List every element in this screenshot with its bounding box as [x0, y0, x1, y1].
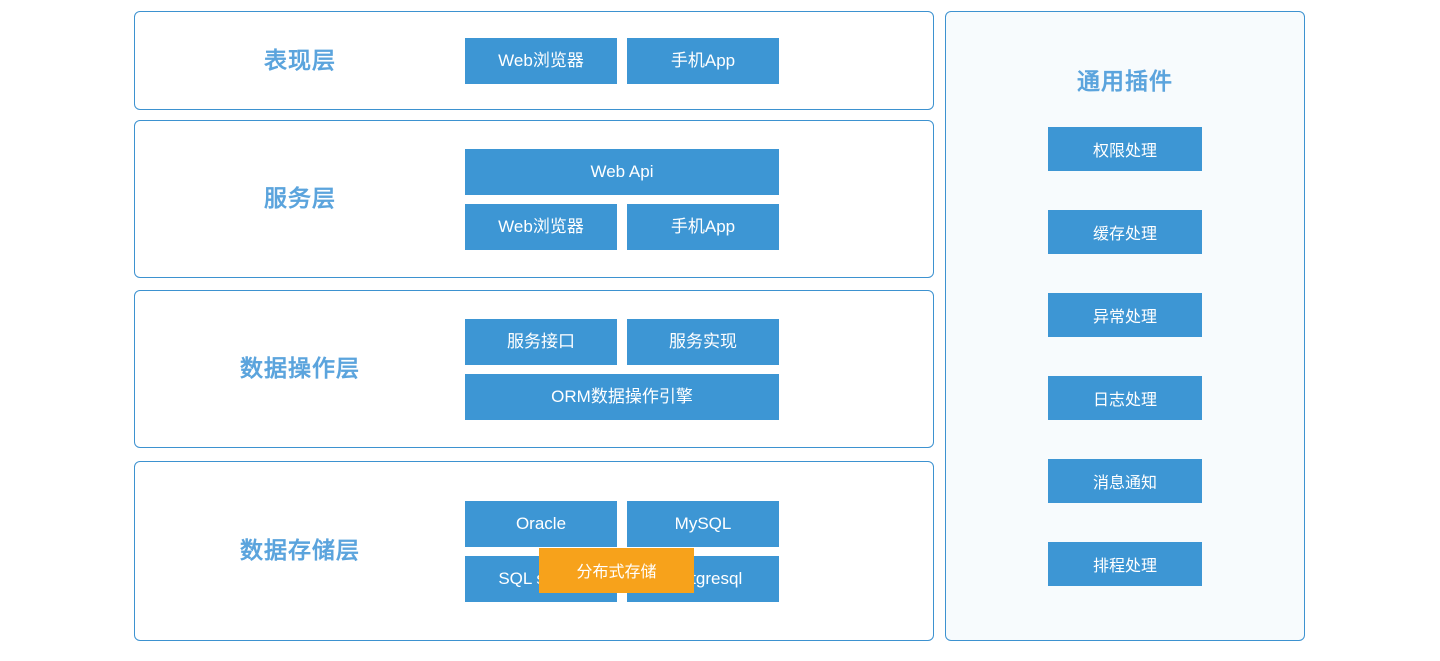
- layer-row: ORM数据操作引擎: [465, 373, 779, 420]
- plugin-item[interactable]: 日志处理: [1048, 376, 1202, 420]
- component-block[interactable]: 手机App: [627, 203, 779, 250]
- layer-label: 数据存储层: [240, 537, 360, 564]
- distributed-storage-badge[interactable]: 分布式存储: [539, 547, 694, 593]
- component-block[interactable]: Oracle: [465, 500, 617, 547]
- layer-body: Web浏览器手机App: [465, 37, 933, 84]
- layer-row: Web浏览器手机App: [465, 203, 779, 250]
- layer-panel: 数据操作层 服务接口服务实现 ORM数据操作引擎: [134, 290, 934, 448]
- component-block[interactable]: 服务实现: [627, 318, 779, 365]
- component-block[interactable]: Web浏览器: [465, 203, 617, 250]
- plugin-item[interactable]: 排程处理: [1048, 542, 1202, 586]
- layer-body: 服务接口服务实现 ORM数据操作引擎: [465, 318, 933, 420]
- plugin-item[interactable]: 权限处理: [1048, 127, 1202, 171]
- layer-label: 表现层: [264, 46, 336, 73]
- plugins-panel: 通用插件 权限处理缓存处理异常处理日志处理消息通知排程处理: [945, 11, 1305, 641]
- plugin-item[interactable]: 缓存处理: [1048, 210, 1202, 254]
- layer-label: 数据操作层: [240, 355, 360, 382]
- layer-label: 服务层: [264, 185, 336, 212]
- plugins-list: 权限处理缓存处理异常处理日志处理消息通知排程处理: [1048, 127, 1202, 586]
- layer-panel: 表现层 Web浏览器手机App: [134, 11, 934, 110]
- component-block[interactable]: 服务接口: [465, 318, 617, 365]
- layer-row: 服务接口服务实现: [465, 318, 779, 365]
- component-block[interactable]: Web Api: [465, 148, 779, 195]
- plugin-item[interactable]: 异常处理: [1048, 293, 1202, 337]
- component-block[interactable]: Web浏览器: [465, 37, 617, 84]
- plugins-panel-title: 通用插件: [1077, 68, 1173, 94]
- plugin-item[interactable]: 消息通知: [1048, 459, 1202, 503]
- layer-row: Web浏览器手机App: [465, 37, 779, 84]
- component-block[interactable]: MySQL: [627, 500, 779, 547]
- component-block[interactable]: ORM数据操作引擎: [465, 373, 779, 420]
- layer-row: Web Api: [465, 148, 779, 195]
- component-block[interactable]: 手机App: [627, 37, 779, 84]
